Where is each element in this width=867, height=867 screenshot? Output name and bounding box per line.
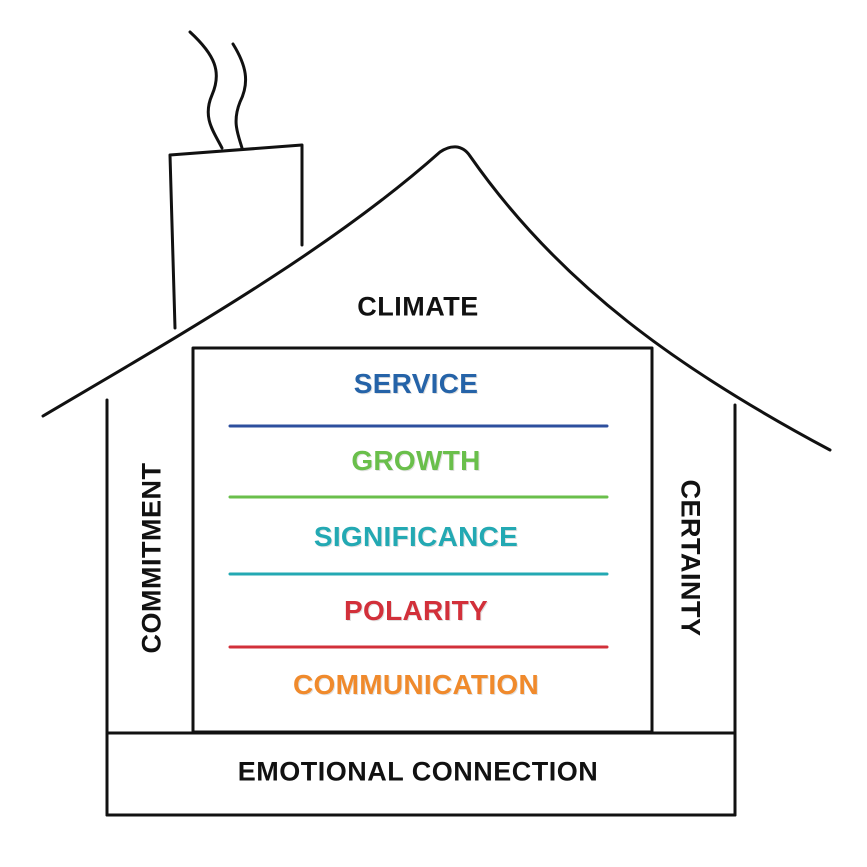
right-pillar-label: CERTAINTY — [675, 479, 706, 637]
tier-service-label: SERVICE — [353, 368, 479, 399]
smoke-line-left — [188, 30, 224, 150]
tier-growth-label: GROWTH — [351, 445, 481, 476]
roof-label: CLIMATE — [357, 291, 479, 322]
left-pillar-label: COMMITMENT — [136, 462, 167, 654]
tier-significance-label: SIGNIFICANCE — [313, 521, 519, 552]
chimney — [168, 143, 304, 330]
foundation-label: EMOTIONAL CONNECTION — [237, 756, 599, 787]
tier-polarity-label: POLARITY — [344, 595, 488, 626]
foundation-box — [105, 731, 737, 817]
roof — [41, 145, 832, 452]
smoke-line-right — [231, 42, 248, 150]
tier-communication-label: COMMUNICATION — [292, 669, 540, 700]
